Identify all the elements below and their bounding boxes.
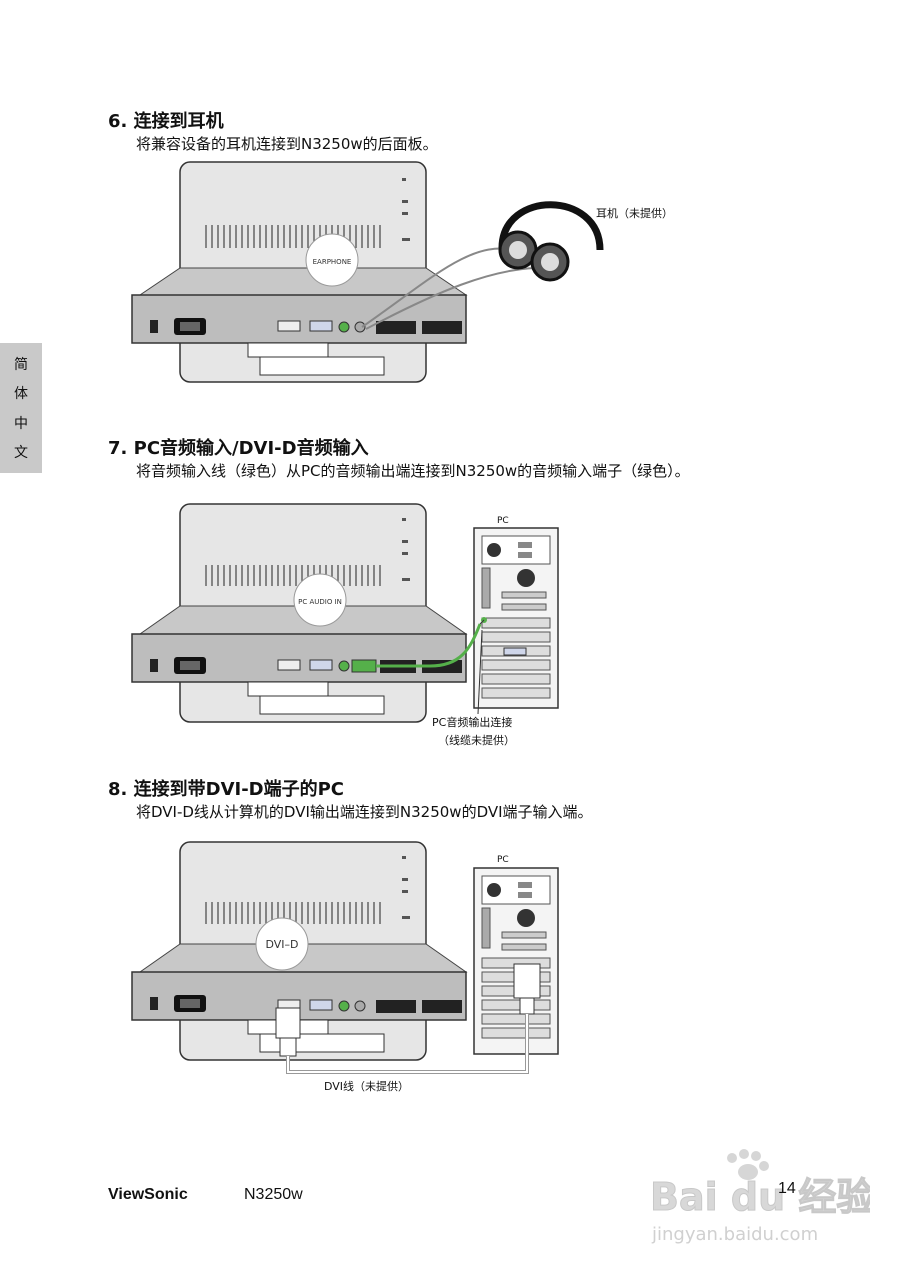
headphones-icon: [500, 205, 600, 280]
baidu-watermark-logo: Bai du 经验 jingyan.baidu.com: [640, 1148, 870, 1248]
watermark-logo-text: Bai du 经验: [650, 1175, 870, 1219]
pc-label: PC: [497, 516, 509, 526]
dvi-circle-label: DVI–D: [265, 938, 298, 951]
audio-in-circle-label: PC AUDIO IN: [298, 598, 342, 606]
side-tab-char: 简: [14, 354, 28, 374]
section-6-title: 6. 连接到耳机: [108, 107, 224, 133]
section-8-title: 8. 连接到带DVI-D端子的PC: [108, 775, 344, 801]
green-audio-plug: [352, 660, 376, 672]
language-side-tab: 简 体 中 文: [0, 343, 42, 473]
audio-callout-line1: PC音频输出连接: [432, 715, 512, 729]
audio-callout-line2: （线缆未提供）: [438, 733, 515, 747]
section-7-title: 7. PC音频输入/DVI-D音频输入: [108, 434, 369, 460]
side-tab-char: 体: [14, 383, 28, 403]
side-tab-char: 文: [14, 442, 28, 462]
pc-tower-icon: [474, 528, 558, 708]
section-7-desc: 将音频输入线（绿色）从PC的音频输出端连接到N3250w的音频输入端子（绿色）。: [136, 458, 776, 484]
side-tab-char: 中: [14, 413, 28, 433]
pc-tower-icon: [474, 868, 558, 1054]
footer-brand: ViewSonic: [108, 1186, 188, 1204]
dvi-plug: [276, 1008, 300, 1038]
earphone-connection-diagram: EARPHONE 耳机（未提供）: [130, 160, 690, 386]
page-number: 14: [778, 1180, 796, 1198]
earphone-circle-label: EARPHONE: [313, 258, 352, 266]
dvi-callout: DVI线（未提供）: [324, 1079, 409, 1093]
audio-in-connection-diagram: PC AUDIO IN PC PC音频输出连接 （线缆未提供）: [130, 500, 590, 750]
earphone-callout: 耳机（未提供）: [596, 206, 673, 220]
section-8-desc: 将DVI-D线从计算机的DVI输出端连接到N3250w的DVI端子输入端。: [136, 799, 776, 825]
pc-label: PC: [497, 855, 509, 865]
dvi-connection-diagram: DVI–D PC DVI线（未提供）: [130, 840, 590, 1100]
section-6-desc: 将兼容设备的耳机连接到N3250w的后面板。: [136, 131, 776, 157]
footer-model: N3250w: [244, 1186, 303, 1204]
watermark-url: jingyan.baidu.com: [651, 1224, 818, 1245]
